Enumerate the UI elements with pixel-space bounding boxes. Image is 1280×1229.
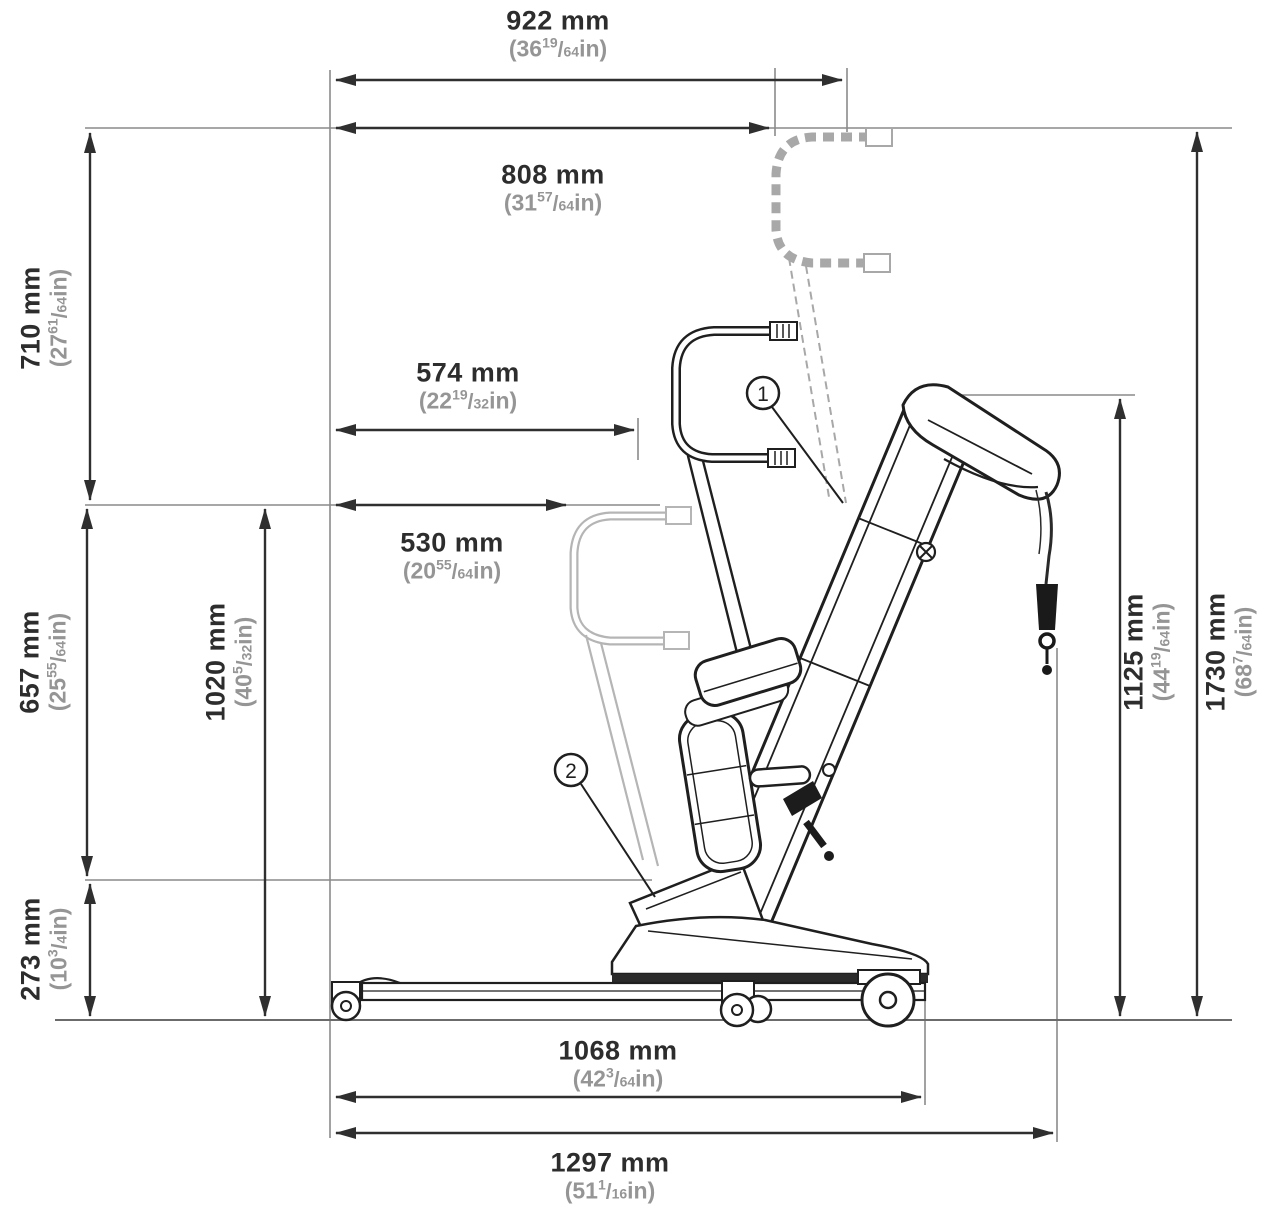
top-handle-loop <box>901 383 1061 501</box>
lift-illustration <box>330 127 1061 1028</box>
dim-1730-label: 1730 mm (687/64in) <box>1201 592 1258 711</box>
callout-2-circle <box>553 752 589 788</box>
mid-caster-wheel <box>719 992 773 1028</box>
dim-657-inch: (2555/64in) <box>43 612 71 712</box>
dim-922-label: 922 mm (3619/64in) <box>506 6 610 63</box>
dim-922-inch: (3619/64in) <box>508 34 608 62</box>
front-caster-wheel <box>330 990 362 1022</box>
handlebar-solid <box>671 321 798 468</box>
dim-1068-label: 1068 mm (423/64in) <box>558 1036 677 1093</box>
push-handle <box>748 765 812 788</box>
strap-clip <box>1036 584 1058 630</box>
dim-1068-inch: (423/64in) <box>572 1064 664 1092</box>
dim-657-mm: 657 mm <box>14 610 45 714</box>
grip-top <box>769 321 798 341</box>
dim-1125-label: 1125 mm (4419/64in) <box>1119 593 1176 711</box>
knee-pad <box>677 710 763 874</box>
dim-710-mm: 710 mm <box>15 266 46 370</box>
dim-1297-label: 1297 mm (511/16in) <box>550 1148 669 1205</box>
callout-1-circle <box>745 375 781 411</box>
dim-1125-inch: (4419/64in) <box>1147 602 1175 702</box>
dim-273-mm: 273 mm <box>15 897 46 1001</box>
lowered-handle-grip-top <box>665 506 692 525</box>
dim-1730-inch: (687/64in) <box>1229 606 1257 698</box>
dim-1020-inch: (405/32in) <box>229 616 257 708</box>
dim-657-label: 657 mm (2555/64in) <box>15 610 72 714</box>
callout-1-number: 1 <box>757 383 769 406</box>
base-underside <box>612 974 928 983</box>
dim-574-inch: (2219/32in) <box>418 386 518 414</box>
dim-808-label: 808 mm (3157/64in) <box>501 160 605 217</box>
dim-808-mm: 808 mm <box>501 159 605 190</box>
callout-2-number: 2 <box>565 760 577 783</box>
raised-handle-grip-bottom <box>863 253 891 273</box>
callout-1-leader <box>771 406 844 504</box>
lowered-handle-grip-bottom <box>663 631 690 650</box>
adjust-knob <box>822 763 836 777</box>
dim-1297-inch: (511/16in) <box>564 1176 656 1204</box>
base <box>330 915 930 1028</box>
dim-1068-mm: 1068 mm <box>558 1035 678 1066</box>
cowling <box>610 915 930 976</box>
handlebar-raised-ghost <box>771 127 893 504</box>
dim-710-inch: (2761/64in) <box>44 268 72 368</box>
raised-handle-grip-top <box>865 127 893 147</box>
dim-1730-mm: 1730 mm <box>1200 592 1231 712</box>
callout-1: 1 <box>745 375 844 504</box>
dim-1125-mm: 1125 mm <box>1118 593 1149 711</box>
dim-922-mm: 922 mm <box>506 5 610 36</box>
lowered-handle-tube <box>569 511 668 646</box>
grip-bottom <box>767 448 796 468</box>
dim-530-inch: (2055/64in) <box>402 556 502 584</box>
dim-273-label: 273 mm (103/4in) <box>16 897 73 1001</box>
seat-pad <box>693 637 803 707</box>
dim-530-mm: 530 mm <box>400 527 504 558</box>
dim-1297-mm: 1297 mm <box>550 1147 670 1178</box>
callout-2-leader <box>580 783 656 898</box>
clamp-hardware <box>783 781 834 861</box>
raised-handle-tube <box>771 132 870 268</box>
strap <box>1035 489 1058 675</box>
dim-273-inch: (103/4in) <box>44 907 72 991</box>
dimension-lines <box>81 74 1203 1139</box>
handlebar-lowered-ghost <box>569 506 692 867</box>
mast-knob <box>915 541 937 563</box>
dim-574-label: 574 mm (2219/32in) <box>416 358 520 415</box>
callout-2: 2 <box>553 752 656 898</box>
dim-710-label: 710 mm (2761/64in) <box>16 266 73 370</box>
dim-1020-mm: 1020 mm <box>200 602 231 722</box>
dim-574-mm: 574 mm <box>416 357 520 388</box>
dim-808-inch: (3157/64in) <box>503 188 603 216</box>
rear-wheel <box>860 972 916 1028</box>
dim-1020-label: 1020 mm (405/32in) <box>201 602 258 721</box>
dim-530-label: 530 mm (2055/64in) <box>400 528 504 585</box>
